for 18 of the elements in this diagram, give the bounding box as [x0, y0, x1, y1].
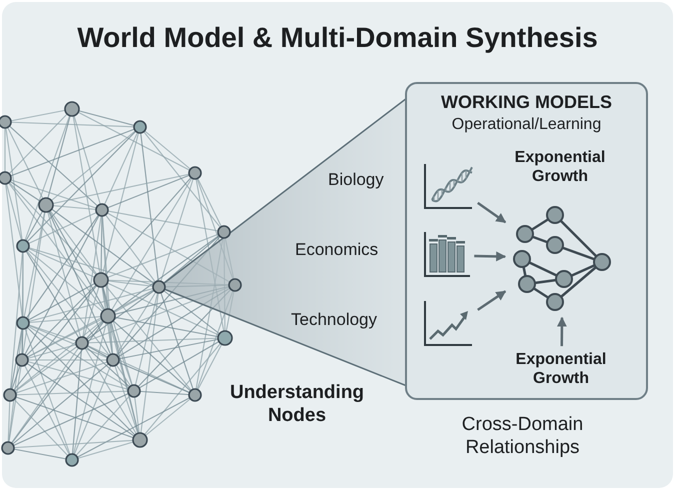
panel-heading: WORKING MODELS	[440, 92, 613, 113]
growth-label: Exponential Growth	[514, 148, 606, 186]
title: World Model & Multi-Domain Synthesis	[76, 22, 599, 54]
caption-label: Cross-Domain Relationships	[460, 414, 584, 460]
network-label: Understanding Nodes	[228, 382, 366, 428]
arrow	[477, 290, 506, 311]
dna-chart-icon	[422, 162, 474, 210]
arrow	[477, 202, 506, 224]
domain-label: Technology	[291, 310, 378, 330]
bar-chart-icon	[422, 230, 470, 278]
arrow	[556, 316, 567, 346]
arrow	[474, 251, 506, 262]
domain-label: Economics	[295, 240, 378, 260]
panel-subtitle: Operational/Learning	[450, 116, 602, 134]
panel	[405, 82, 648, 400]
domain-label: Biology	[328, 170, 384, 190]
growth-label: Exponential Growth	[505, 350, 617, 396]
trend-chart-icon	[422, 299, 474, 347]
